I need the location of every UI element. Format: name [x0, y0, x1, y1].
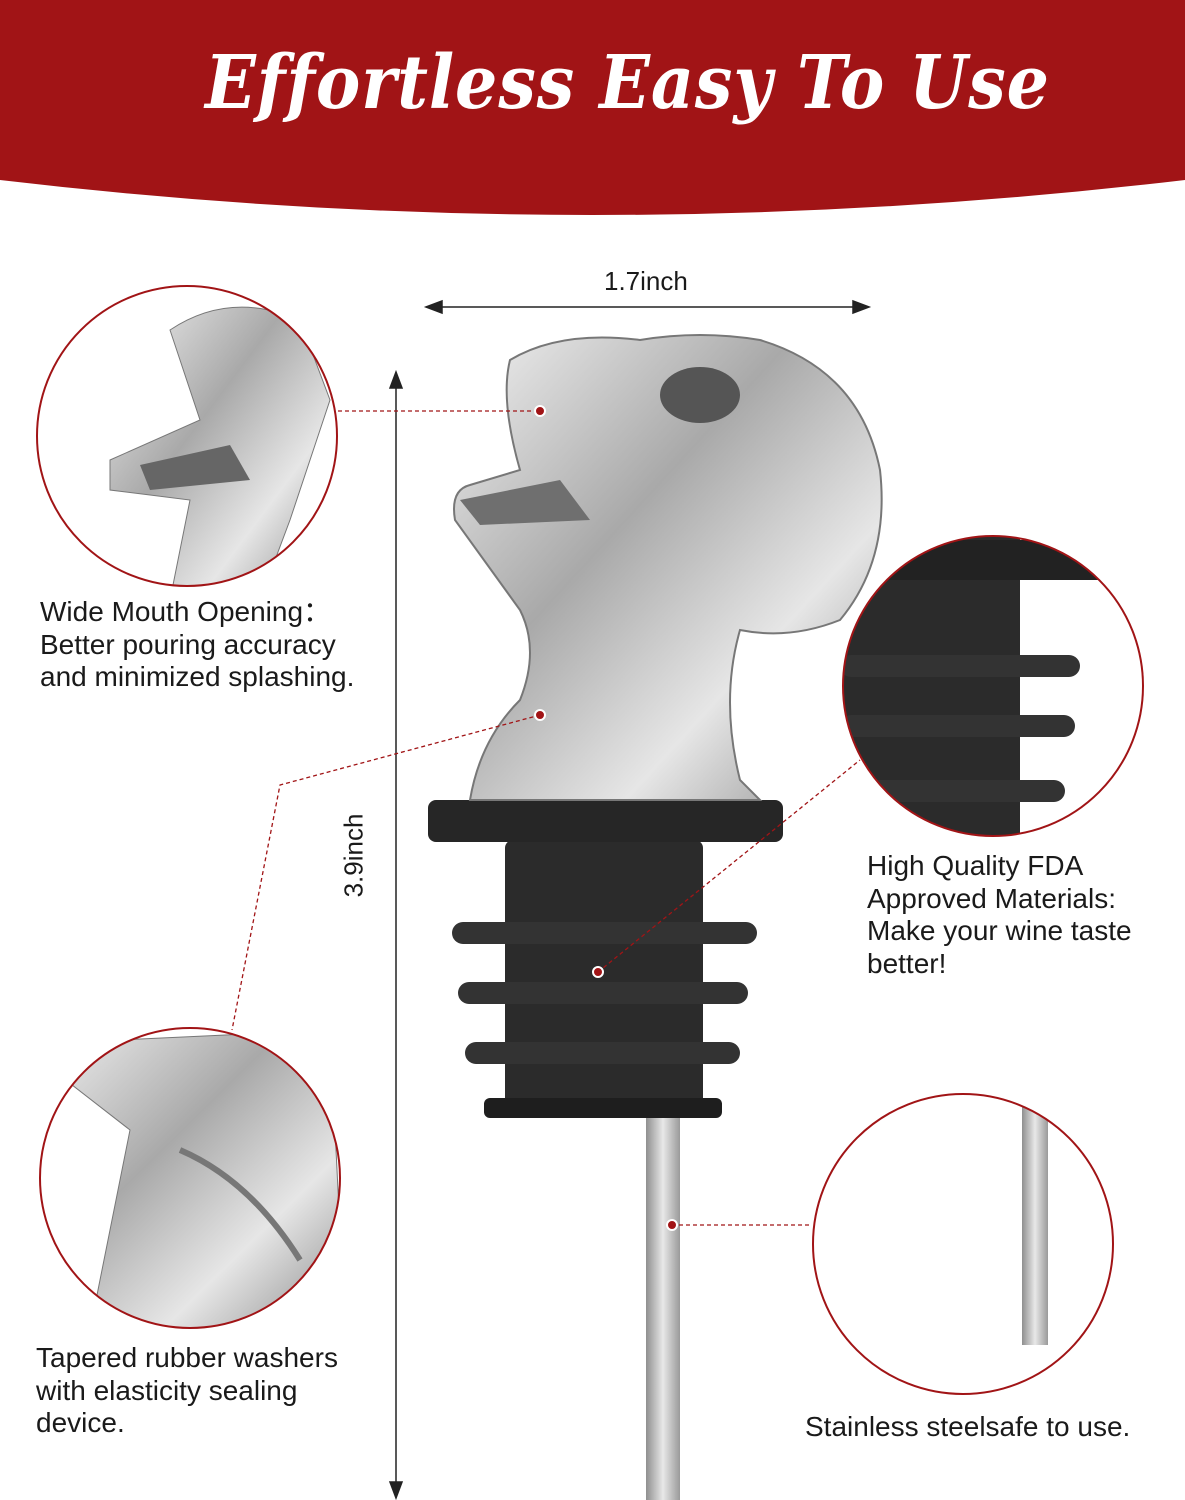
- width-label: 1.7inch: [604, 266, 688, 296]
- feature-title: Tapered rubber washers: [36, 1342, 338, 1373]
- width-dimension-arrow: [423, 299, 872, 315]
- feature-wide-mouth: Wide Mouth Opening： Better pouring accur…: [40, 596, 354, 694]
- callout-lines: [231, 410, 861, 1226]
- zoom-circle-spout: [812, 1093, 1114, 1395]
- callout-dots: [534, 405, 678, 1231]
- feature-line: Better pouring accuracy: [40, 628, 336, 660]
- feature-line: Approved Materials:: [867, 882, 1117, 914]
- feature-stainless-steel: Stainless steelsafe to use.: [805, 1411, 1130, 1444]
- feature-rubber-washers: Tapered rubber washers with elasticity s…: [36, 1342, 338, 1440]
- height-label: 3.9inch: [338, 813, 369, 898]
- feature-line: with elasticity sealing: [36, 1374, 298, 1406]
- feature-title: High Quality FDA: [867, 850, 1084, 881]
- page-title: Effortless Easy To Use: [205, 40, 1050, 126]
- feature-line: device.: [36, 1407, 125, 1438]
- feature-line: Make your wine taste: [867, 915, 1132, 946]
- feature-title: Stainless steelsafe to use.: [805, 1411, 1131, 1442]
- zoom-circle-neck: [39, 1027, 341, 1329]
- zoom-circle-rubber: [842, 535, 1144, 837]
- feature-title: Wide Mouth Opening：: [40, 596, 332, 627]
- height-dimension-arrow: [388, 369, 404, 1500]
- title-banner: [0, 0, 1185, 215]
- feature-fda-materials: High Quality FDA Approved Materials: Mak…: [867, 850, 1132, 980]
- pourer-product: [428, 334, 883, 1500]
- zoom-circle-mouth: [36, 285, 338, 587]
- feature-line: and minimized splashing.: [40, 661, 355, 692]
- feature-line: better!: [867, 947, 947, 979]
